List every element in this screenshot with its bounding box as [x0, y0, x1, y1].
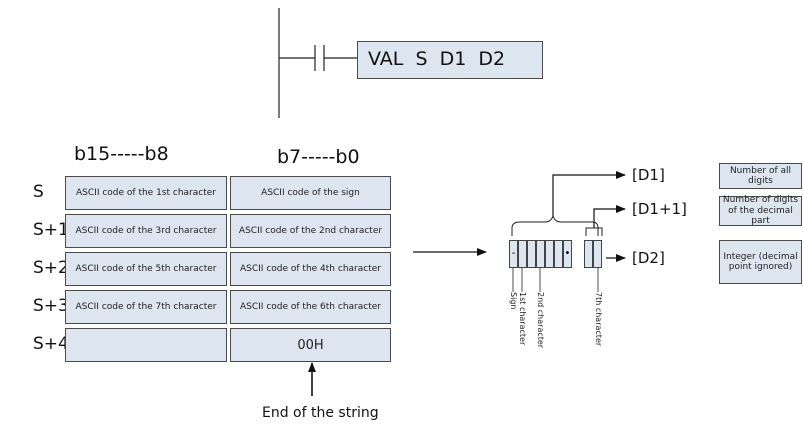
output-label-d2: [D2] — [632, 249, 665, 267]
desc-d2: Integer (decimal point ignored) — [719, 240, 802, 284]
arrow-d1-path — [552, 171, 626, 216]
desc-d1: Number of all digits — [719, 163, 802, 189]
cell-s1-high: ASCII code of the 3rd character — [65, 214, 227, 248]
digit-box-2 — [527, 240, 536, 268]
output-label-d1-1: [D1+1] — [632, 200, 687, 218]
end-of-string-label: End of the string — [262, 405, 379, 421]
bit-header-low: b7-----b0 — [277, 146, 360, 168]
char-label-1st: 1st character — [518, 292, 527, 346]
bit-header-high: b15-----b8 — [74, 143, 169, 165]
bracket-decimal — [585, 227, 603, 236]
digit-box-5 — [554, 240, 563, 268]
desc-d1-1: Number of digits of the decimal part — [719, 195, 802, 226]
digit-box-point: • — [563, 240, 572, 268]
cell-s-low: ASCII code of the sign — [230, 176, 391, 210]
cell-s3-low: ASCII code of the 6th character — [230, 290, 391, 324]
digit-box-4 — [545, 240, 554, 268]
brace-all-digits — [511, 214, 599, 236]
row-label-s2: S+2 — [33, 258, 69, 278]
row-label-s3: S+3 — [33, 296, 69, 316]
digit-box-1 — [518, 240, 527, 268]
digit-box-6 — [584, 240, 593, 268]
cell-s-high: ASCII code of the 1st character — [65, 176, 227, 210]
char-label-2nd: 2nd character — [536, 292, 545, 349]
cell-s1-low: ASCII code of the 2nd character — [230, 214, 391, 248]
cell-s4-high — [65, 328, 227, 362]
point-glyph: • — [564, 248, 571, 259]
digit-box-3 — [536, 240, 545, 268]
char-label-7th: 7th character — [594, 292, 603, 347]
cell-s4-low: 00H — [230, 328, 391, 362]
arrow-d1-1-path — [593, 205, 626, 228]
sign-glyph: - — [511, 248, 516, 259]
cell-s3-high: ASCII code of the 7th character — [65, 290, 227, 324]
char-label-sign: Sign — [509, 292, 518, 310]
output-label-d1: [D1] — [632, 166, 665, 184]
digit-box-sign: - — [509, 240, 518, 268]
row-label-s4: S+4 — [33, 334, 69, 354]
digit-box-7 — [593, 240, 602, 268]
instruction-box — [357, 41, 543, 79]
cell-s2-low: ASCII code of the 4th character — [230, 252, 391, 286]
instruction-text: VAL S D1 D2 — [368, 48, 506, 70]
row-label-s1: S+1 — [33, 220, 69, 240]
row-label-s: S — [33, 182, 44, 202]
cell-s2-high: ASCII code of the 5th character — [65, 252, 227, 286]
